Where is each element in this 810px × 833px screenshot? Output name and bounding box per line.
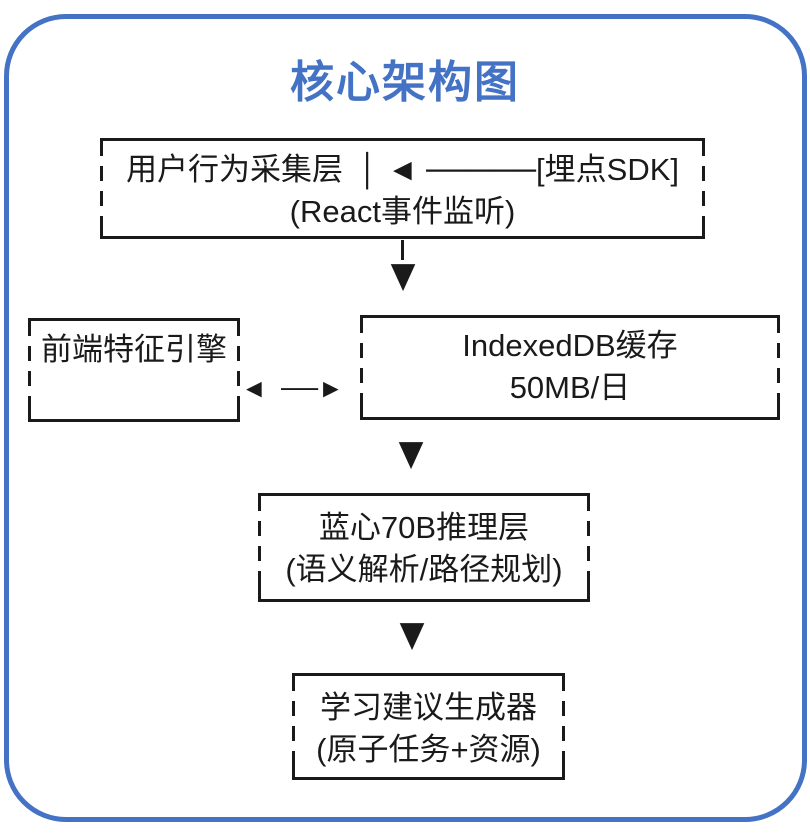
node-label-row: 用户行为采集层 │ ◄ ─────[埋点SDK] xyxy=(100,149,705,191)
connector-stem xyxy=(401,240,404,260)
box-right-edge xyxy=(562,676,565,777)
node-sublabel: (语义解析/路径规划) xyxy=(285,552,563,587)
node-label: 蓝心70B推理层 xyxy=(318,510,530,545)
node-label: 用户行为采集层 xyxy=(125,152,343,187)
box-left-edge xyxy=(292,676,295,777)
box-right-edge xyxy=(237,321,240,419)
diagram-title: 核心架构图 xyxy=(290,58,520,107)
box-left-edge xyxy=(258,496,261,599)
sdk-inbound-arrow-annotation: │ ◄ ─────[埋点SDK] xyxy=(358,152,680,187)
outer-rounded-frame xyxy=(4,14,807,822)
box-right-edge xyxy=(702,141,705,236)
node-frontend-feature-engine: 前端特征引擎 xyxy=(28,318,240,422)
box-left-edge xyxy=(28,321,31,419)
node-sublabel: (React事件监听) xyxy=(289,194,516,229)
node-sublabel: 50MB/日 xyxy=(509,370,631,405)
node-sublabel: (原子任务+资源) xyxy=(316,732,541,767)
down-arrow-icon: ▼ xyxy=(382,248,424,301)
down-arrow-icon: ▼ xyxy=(391,607,433,660)
bidirectional-arrow-icon: ◄ ──► xyxy=(241,373,344,403)
box-right-edge xyxy=(777,318,780,417)
node-label: IndexedDB缓存 xyxy=(462,328,678,363)
down-arrow-icon: ▼ xyxy=(390,426,432,479)
box-left-edge xyxy=(360,318,363,417)
node-lanxin-70b-inference-layer: 蓝心70B推理层 (语义解析/路径规划) xyxy=(258,493,590,602)
box-right-edge xyxy=(587,496,590,599)
node-label: 学习建议生成器 xyxy=(320,690,537,725)
node-learning-suggestion-generator: 学习建议生成器 (原子任务+资源) xyxy=(292,673,565,780)
box-left-edge xyxy=(100,141,103,236)
node-label: 前端特征引擎 xyxy=(41,332,227,367)
node-indexeddb-cache: IndexedDB缓存 50MB/日 xyxy=(360,315,780,420)
node-user-behavior-collect-layer: 用户行为采集层 │ ◄ ─────[埋点SDK] (React事件监听) xyxy=(100,138,705,239)
